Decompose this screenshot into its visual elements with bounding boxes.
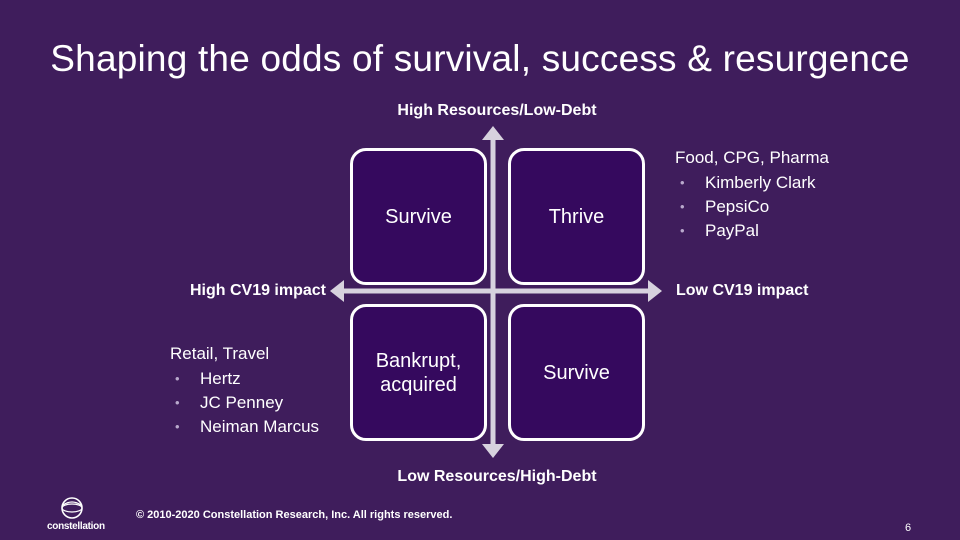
list-item: •Hertz	[175, 369, 241, 388]
list-item: •PepsiCo	[680, 197, 770, 216]
axis-label-right: Low CV19 impact	[676, 282, 809, 299]
bullet-icon: •	[175, 419, 180, 434]
horizontal-axis-arrow-left	[330, 280, 344, 302]
bullet-icon: •	[175, 395, 180, 410]
quadrant-top-left-label: Survive	[385, 205, 452, 228]
axis-label-top: High Resources/Low-Debt	[397, 102, 597, 119]
bullet-icon: •	[680, 223, 685, 238]
bullet-icon: •	[175, 371, 180, 386]
quadrant-top-right: Thrive	[508, 148, 645, 285]
horizontal-axis-arrow-right	[648, 280, 662, 302]
note-top-right-heading: Food, CPG, Pharma	[675, 148, 830, 167]
quadrant-top-left: Survive	[350, 148, 487, 285]
quadrant-top-right-label: Thrive	[548, 205, 605, 228]
logo-wordmark: constellation	[47, 521, 105, 532]
quadrant-bottom-right: Survive	[508, 304, 645, 441]
note-top-right: Food, CPG, Pharma •Kimberly Clark •Pepsi…	[675, 148, 829, 245]
vertical-axis-arrow-down	[482, 444, 504, 458]
list-item: •Neiman Marcus	[175, 417, 320, 436]
list-item: •PayPal	[680, 221, 759, 240]
note-bottom-left-heading: Retail, Travel	[170, 344, 270, 363]
page-number: 6	[905, 522, 912, 534]
axis-label-bottom: Low Resources/High-Debt	[397, 468, 597, 485]
axis-label-left: High CV19 impact	[189, 282, 326, 299]
note-bottom-left: Retail, Travel •Hertz •JC Penney •Neiman…	[170, 344, 319, 441]
constellation-logo-icon	[61, 497, 83, 519]
note-top-right-list: •Kimberly Clark •PepsiCo •PayPal	[675, 173, 829, 241]
quadrant-bottom-left-label: Bankrupt, acquired	[375, 349, 462, 396]
bullet-icon: •	[680, 175, 685, 190]
copyright-text: © 2010-2020 Constellation Research, Inc.…	[136, 509, 453, 521]
list-item: •JC Penney	[175, 393, 284, 412]
note-bottom-left-list: •Hertz •JC Penney •Neiman Marcus	[170, 369, 319, 437]
quadrant-bottom-left: Bankrupt, acquired	[350, 304, 487, 441]
bullet-icon: •	[680, 199, 685, 214]
list-item: •Kimberly Clark	[680, 173, 816, 192]
slide-title: Shaping the odds of survival, success & …	[50, 38, 910, 79]
vertical-axis-arrow-up	[482, 126, 504, 140]
quadrant-bottom-right-label: Survive	[543, 361, 610, 384]
